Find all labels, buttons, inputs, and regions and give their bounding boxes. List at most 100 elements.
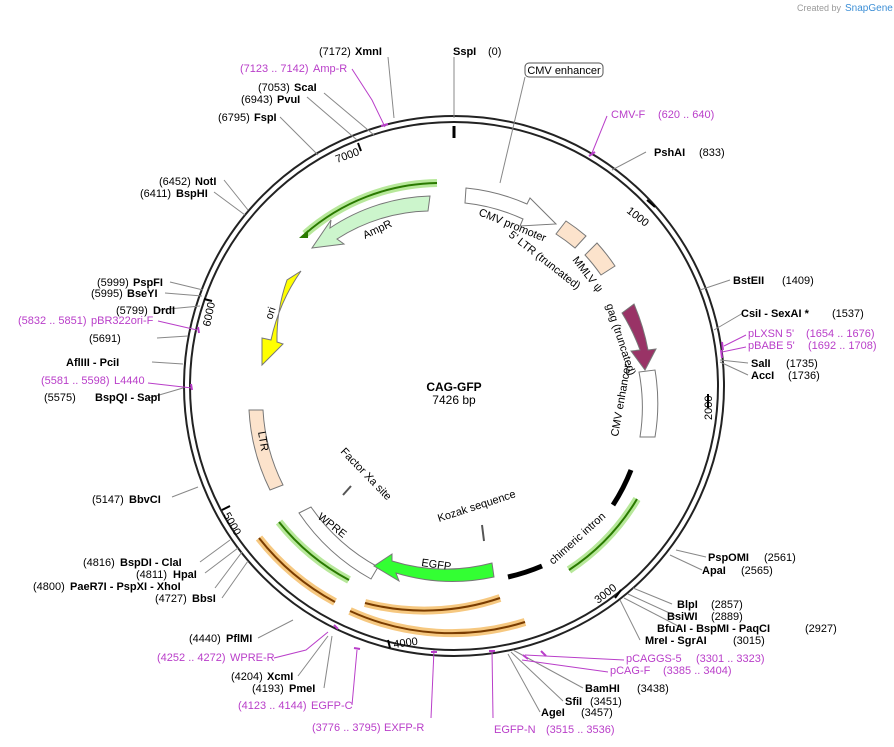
site-pos-paer7i: (4800) xyxy=(33,581,65,593)
snapgene-logo: SnapGene xyxy=(845,3,893,14)
site-pos: (7053) xyxy=(258,82,290,94)
tick-label-4000: 4000 xyxy=(393,636,419,651)
primer-range-wpre-r: (4252 .. 4272) xyxy=(157,652,226,664)
primer-range-l4440: (5581 .. 5598) xyxy=(41,375,110,387)
site-name: BseYI xyxy=(127,288,158,300)
site-name-bbvci: BbvCI xyxy=(129,494,161,506)
site-pos-bamhi: (3438) xyxy=(637,683,669,695)
primer-range-plxsn: (1654 .. 1676) xyxy=(806,328,875,340)
kozak-label: Kozak sequence xyxy=(436,488,517,525)
site-pos: (5995) xyxy=(91,288,123,300)
orf-orange-1 xyxy=(258,537,336,603)
ltr-5-feature[interactable] xyxy=(555,220,587,249)
primer-range-pbr322ori: (5832 .. 5851) xyxy=(18,315,87,327)
site-name-xcmi: XcmI xyxy=(267,671,293,683)
primer-name-pcag-f: pCAG-F xyxy=(610,665,651,677)
primer-name-pbr322ori: pBR322ori-F xyxy=(91,315,154,327)
cmv-enhancer-top-leader xyxy=(499,76,526,184)
ori-label: ori xyxy=(263,306,278,321)
gag-feature[interactable] xyxy=(621,303,657,371)
plasmid-name: CAG-GFP xyxy=(426,380,481,394)
primer-name-egfp-n: EGFP-N xyxy=(494,724,536,736)
mmlv-psi-feature[interactable] xyxy=(584,242,616,276)
tick-label-1000: 1000 xyxy=(624,205,651,230)
ltr-label: LTR xyxy=(255,430,270,452)
created-by-text: Created by xyxy=(797,3,842,13)
site-pos: (0) xyxy=(488,46,501,58)
restriction-site-labels: SspI (0) (7172) XmnI (7053) ScaI (6943) … xyxy=(89,46,501,345)
site-name-drdi: DrdI xyxy=(153,305,175,317)
promoter-bar-2 xyxy=(610,469,634,507)
cmv-enhancer-feature[interactable] xyxy=(638,369,659,438)
site-leaders xyxy=(148,56,749,713)
primer-range-egfp-n: (3515 .. 3536) xyxy=(546,724,615,736)
cmv-promoter-feature[interactable] xyxy=(464,187,558,227)
factor-xa-marker xyxy=(342,485,352,496)
site-name-pmei: PmeI xyxy=(289,683,315,695)
primer-name-exfp-r: EXFP-R xyxy=(384,722,424,734)
primer-name-egfp-c: EGFP-C xyxy=(311,700,353,712)
ampr-feature[interactable] xyxy=(310,195,431,249)
site-pos: (6795) xyxy=(218,112,250,124)
site-name-csii-sexai: CsiI - SexAI * xyxy=(741,308,810,320)
tick-6000 xyxy=(203,298,213,302)
site-pos-pmei: (4193) xyxy=(252,683,284,695)
tick-label-5000: 5000 xyxy=(220,511,243,538)
ampr-orf-arrowhead xyxy=(299,230,308,238)
site-pos-bbsi: (4727) xyxy=(155,593,187,605)
tick-3000 xyxy=(614,589,622,599)
site-pos-pshai: (833) xyxy=(699,147,725,159)
plasmid-length: 7426 bp xyxy=(432,393,476,407)
site-pos-apai: (2565) xyxy=(741,565,773,577)
site-name-blpi: BlpI xyxy=(677,599,698,611)
site-name-mrei-sgrai: MreI - SgrAI xyxy=(645,635,707,647)
site-pos: (6943) xyxy=(241,94,273,106)
site-pos-bspqi: (5575) xyxy=(44,392,76,404)
site-pos-csii: (1537) xyxy=(832,308,864,320)
site-name: XmnI xyxy=(355,46,382,58)
tick-7000 xyxy=(357,142,362,152)
site-name-bfuai: BfuAI - BspMI - PaqCI xyxy=(657,623,770,635)
tick-5000 xyxy=(221,505,231,511)
site-name-hpai: HpaI xyxy=(173,569,197,581)
promoter-bar-1 xyxy=(507,563,543,580)
site-name-pspomi: PspOMI xyxy=(708,552,749,564)
site-pos-bfuai: (2927) xyxy=(805,623,837,635)
primer-name-wpre-r: WPRE-R xyxy=(230,652,275,664)
cmv-enhancer-top-label: CMV enhancer xyxy=(527,65,601,77)
chimeric-intron-label: chimeric intron xyxy=(547,510,608,567)
ltr-feature[interactable] xyxy=(248,409,284,491)
site-pos: (7172) xyxy=(319,46,351,58)
site-name: SspI xyxy=(453,46,476,58)
ori-feature[interactable] xyxy=(261,270,302,367)
egfp-feature[interactable] xyxy=(373,553,495,583)
primer-range-exfp-r: (3776 .. 3795) xyxy=(312,722,381,734)
wpre-feature[interactable] xyxy=(298,506,379,580)
site-pos-bspdi: (4816) xyxy=(83,557,115,569)
tick-label-6000: 6000 xyxy=(201,301,218,327)
site-name-bbsi: BbsI xyxy=(192,593,216,605)
primer-name-cmv-f: CMV-F xyxy=(611,109,646,121)
site-name-bspdi-clai: BspDI - ClaI xyxy=(120,557,182,569)
tick-label-2000: 2000 xyxy=(703,396,715,420)
primer-range-cmv-f: (620 .. 640) xyxy=(658,109,714,121)
factor-xa-label: Factor Xa site xyxy=(338,446,394,503)
site-pos: (6411) xyxy=(140,188,171,200)
primer-range-pcag-f: (3385 .. 3404) xyxy=(663,665,732,677)
site-pos-blpi: (2857) xyxy=(711,599,743,611)
site-name-afliii-pcii: AflIII - PciI xyxy=(66,357,119,369)
site-name: FspI xyxy=(254,112,277,124)
site-name-pflmi: PflMI xyxy=(226,633,252,645)
site-pos-agei: (3457) xyxy=(581,707,613,719)
chimeric-intron-line xyxy=(568,498,638,571)
primer-leaders xyxy=(147,68,747,719)
cmv-enhancer-top-box xyxy=(524,62,604,78)
primer-range-amp-r: (7123 .. 7142) xyxy=(240,63,309,75)
primer-name-plxsn: pLXSN 5' xyxy=(748,328,794,340)
tick-4000 xyxy=(387,639,391,649)
scale-ticks xyxy=(203,142,709,649)
site-name: NotI xyxy=(195,176,216,188)
orf-orange-3 xyxy=(349,610,526,635)
wpre-orf-line xyxy=(278,521,350,581)
orf-orange-2 xyxy=(364,597,501,612)
